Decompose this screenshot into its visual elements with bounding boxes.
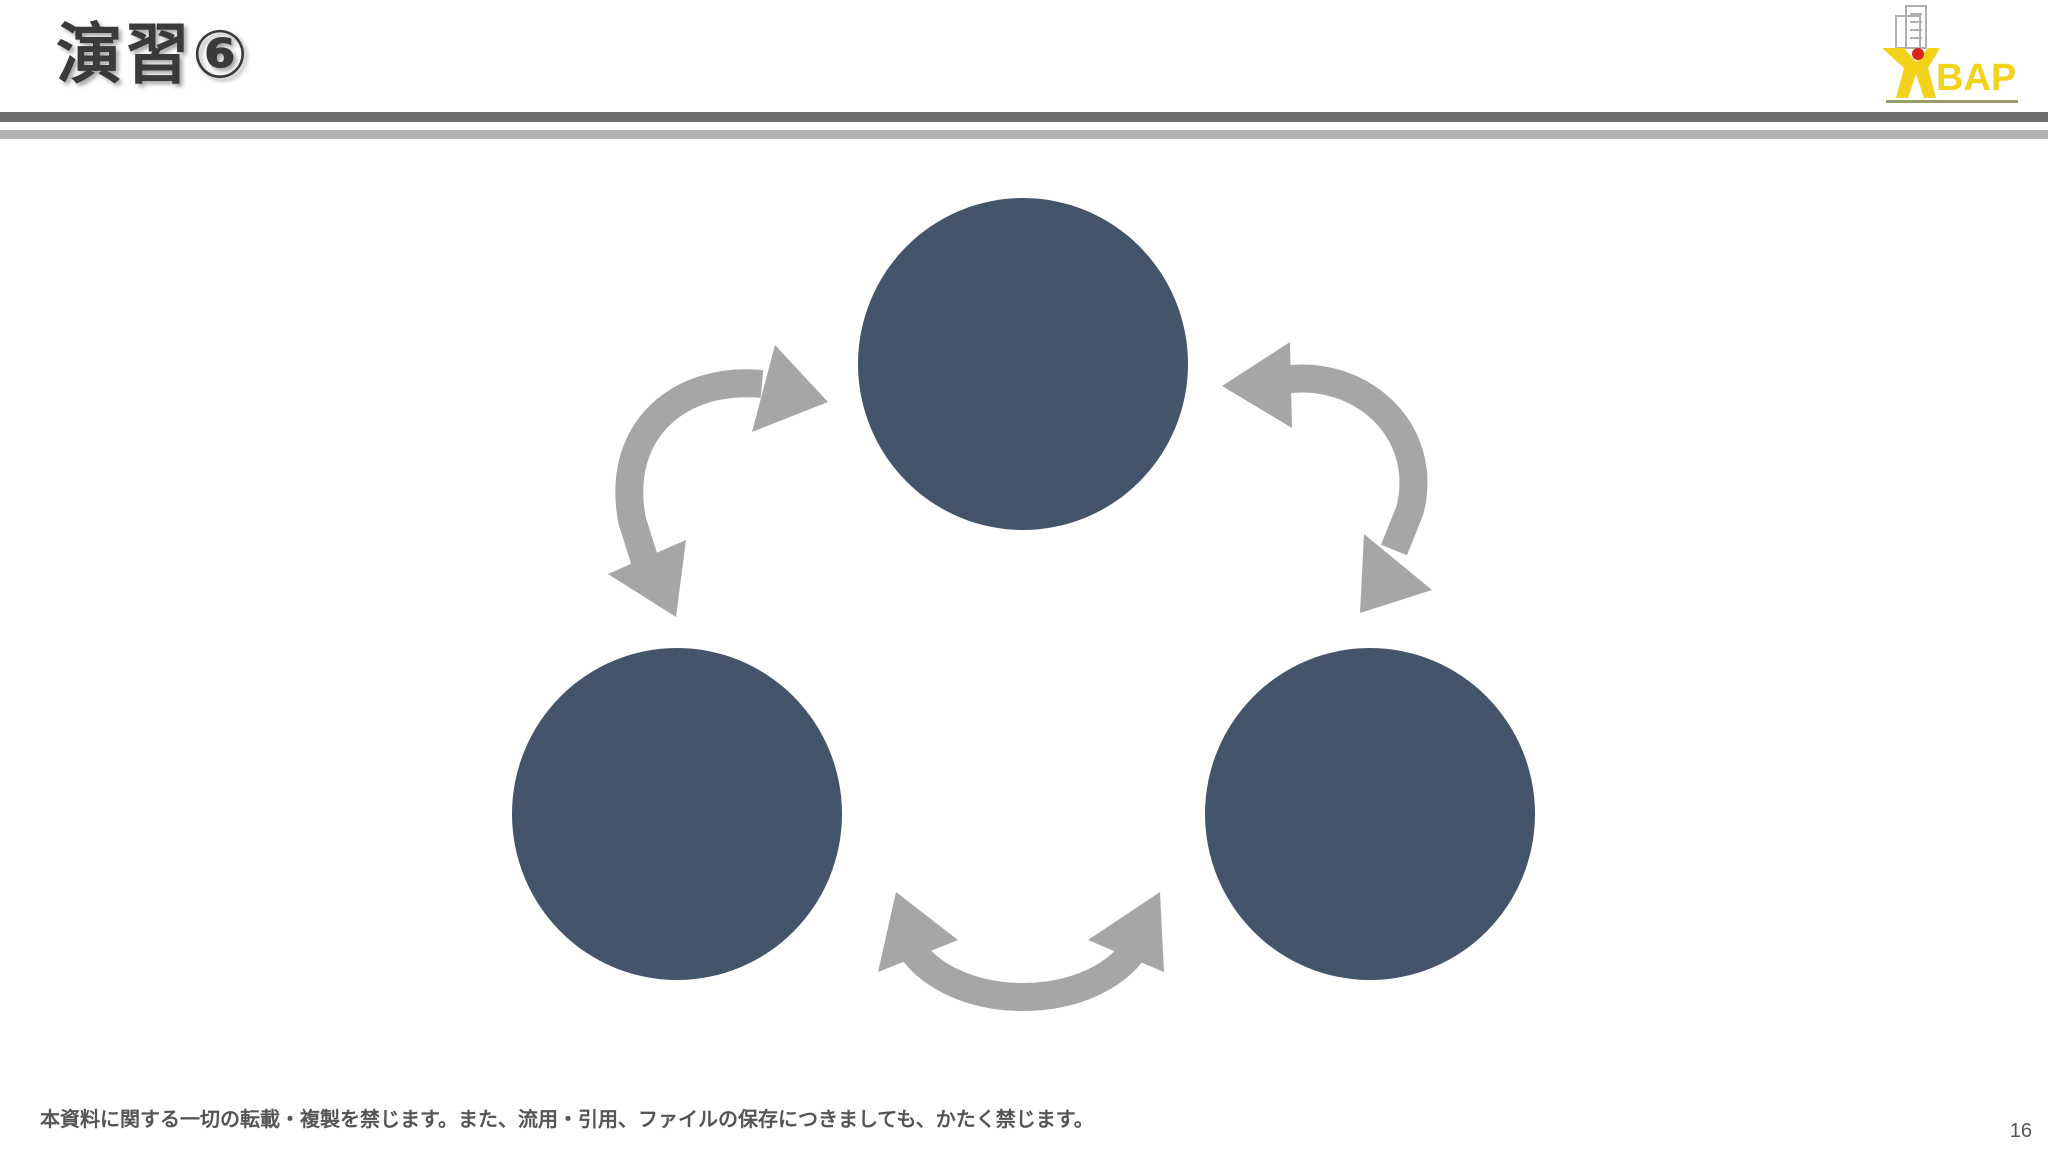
node-circle-bottom-right <box>1205 648 1535 980</box>
slide-title: 演習⑥ <box>56 16 250 93</box>
figure-icon <box>1882 48 1940 98</box>
arrow-bottom-cycle <box>878 892 1164 1011</box>
node-circle-bottom-left <box>512 648 842 980</box>
logo-text: BAP <box>1936 57 2016 99</box>
copyright-notice: 本資料に関する一切の転載・複製を禁じます。また、流用・引用、ファイルの保存につき… <box>40 1107 1094 1131</box>
header-rule-light <box>0 130 2048 139</box>
building-icon <box>1895 5 1927 49</box>
company-logo: BAP <box>1882 5 2018 103</box>
arrow-right-cycle <box>1222 342 1432 613</box>
header-rule-dark <box>0 112 2048 122</box>
node-circle-top <box>858 198 1188 530</box>
logo-tagline <box>1886 100 2018 103</box>
page-number: 16 <box>2009 1120 2032 1142</box>
arrow-left-cycle <box>608 345 828 617</box>
